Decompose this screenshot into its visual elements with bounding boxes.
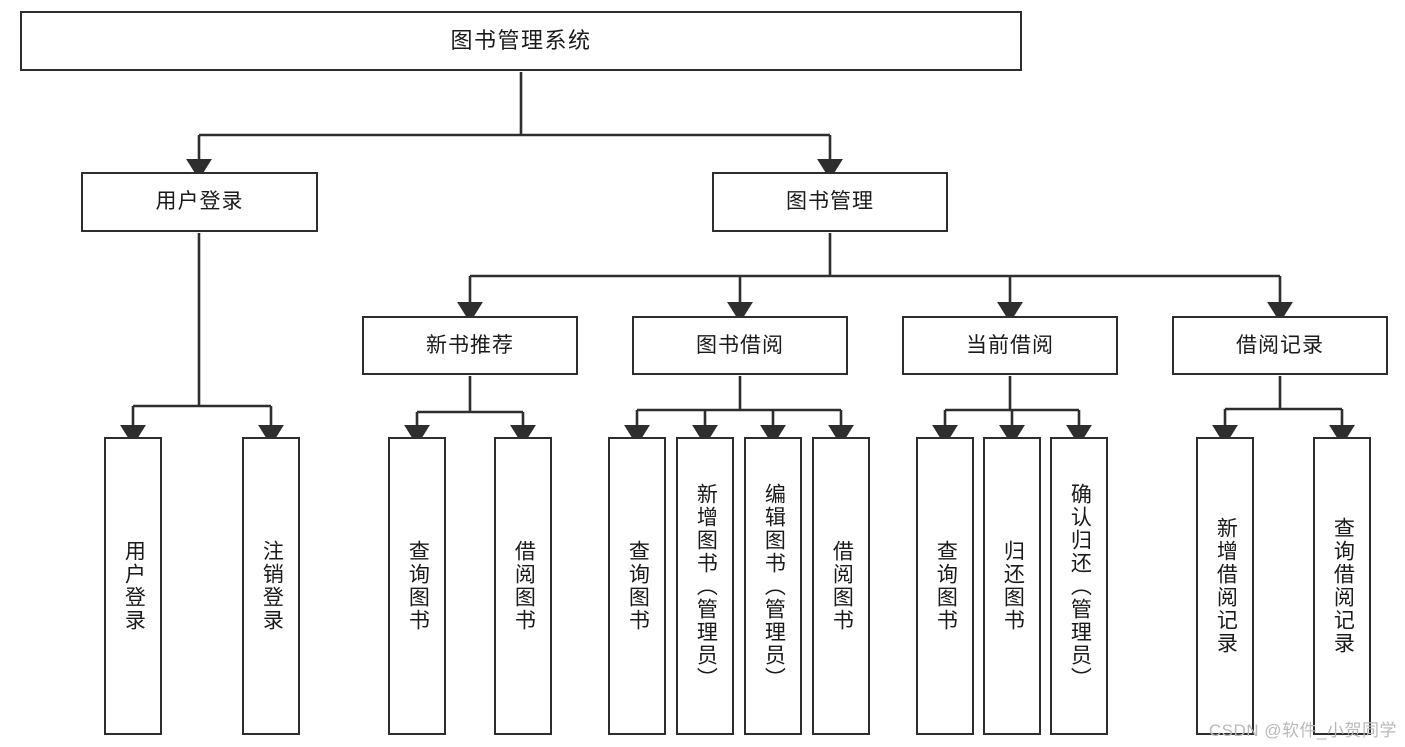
node-new-book-recommend[interactable]: 新书推荐 (362, 316, 578, 375)
leaf-query-borrow-record[interactable]: 查询借阅记录 (1313, 437, 1371, 735)
node-label: 确认归还（管理员） (1068, 482, 1092, 690)
node-book-borrow[interactable]: 图书借阅 (632, 316, 848, 375)
leaf-add-borrow-record[interactable]: 新增借阅记录 (1196, 437, 1254, 735)
leaf-user-login[interactable]: 用户登录 (104, 437, 162, 735)
node-label: 图书借阅 (696, 333, 784, 357)
node-label: 查询借阅记录 (1331, 517, 1355, 655)
node-label: 借阅记录 (1236, 333, 1324, 357)
leaf-edit-book-admin[interactable]: 编辑图书（管理员） (744, 437, 802, 735)
node-root-system[interactable]: 图书管理系统 (20, 11, 1022, 71)
leaf-borrow-book-recommend[interactable]: 借阅图书 (494, 437, 552, 735)
leaf-query-book-recommend[interactable]: 查询图书 (388, 437, 446, 735)
leaf-borrow-book[interactable]: 借阅图书 (812, 437, 870, 735)
node-label: 查询图书 (934, 540, 958, 632)
node-label: 编辑图书（管理员） (762, 482, 786, 690)
node-label: 当前借阅 (966, 333, 1054, 357)
node-label: 用户登录 (155, 190, 244, 214)
node-current-borrow[interactable]: 当前借阅 (902, 316, 1118, 375)
leaf-return-book[interactable]: 归还图书 (983, 437, 1041, 735)
node-label: 查询图书 (406, 540, 430, 632)
leaf-confirm-return-admin[interactable]: 确认归还（管理员） (1050, 437, 1108, 735)
leaf-query-book-borrow[interactable]: 查询图书 (608, 437, 666, 735)
leaf-query-book-current[interactable]: 查询图书 (916, 437, 974, 735)
node-label: 归还图书 (1001, 540, 1025, 632)
node-label: 借阅图书 (512, 540, 536, 632)
node-label: 图书管理 (786, 190, 874, 214)
node-book-management[interactable]: 图书管理 (712, 172, 948, 232)
leaf-logout-login[interactable]: 注销登录 (242, 437, 300, 735)
watermark: CSDN @软件_小贺同学 (1208, 721, 1397, 740)
node-label: 图书管理系统 (450, 27, 592, 53)
node-label: 新书推荐 (426, 333, 514, 357)
node-label: 查询图书 (626, 540, 650, 632)
node-label: 用户登录 (122, 540, 146, 632)
node-label: 借阅图书 (830, 540, 854, 632)
leaf-add-book-admin[interactable]: 新增图书（管理员） (676, 437, 734, 735)
node-borrow-record[interactable]: 借阅记录 (1172, 316, 1388, 375)
node-label: 新增借阅记录 (1214, 517, 1238, 655)
node-user-login[interactable]: 用户登录 (81, 172, 318, 232)
node-label: 注销登录 (260, 540, 284, 632)
node-label: 新增图书（管理员） (694, 482, 718, 690)
